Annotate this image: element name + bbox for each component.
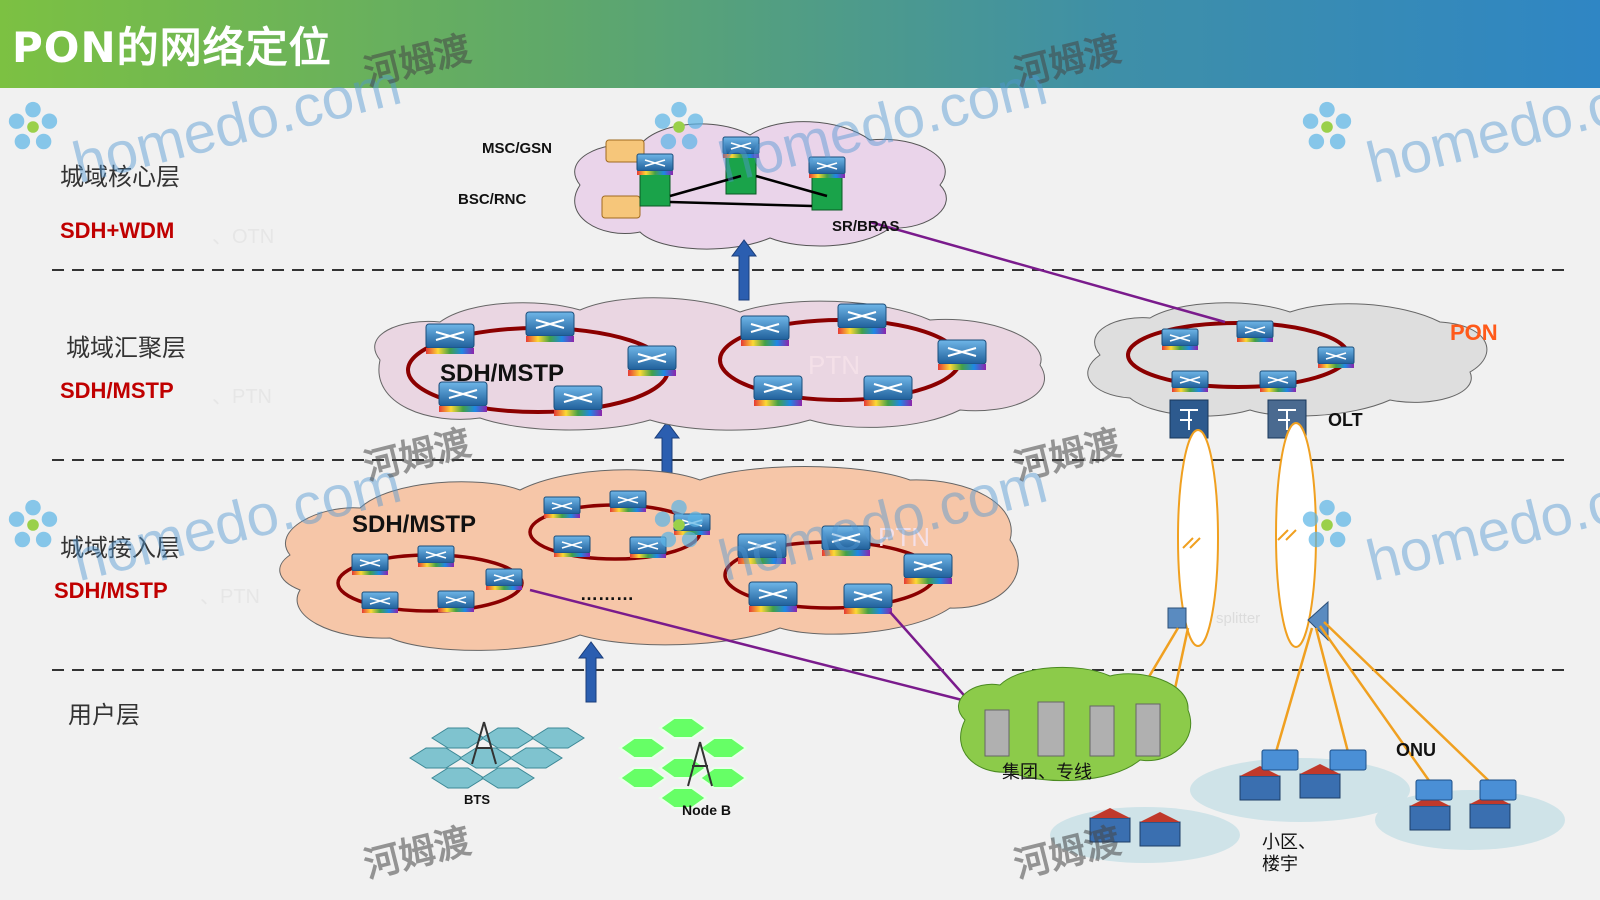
- access-cloud: [279, 466, 1019, 651]
- watermark-flower-icon: [1302, 101, 1352, 150]
- access-tech-label: SDH/MSTP: [54, 578, 168, 603]
- bts-cluster: [409, 721, 585, 789]
- watermark-flower-icon: [654, 101, 704, 150]
- bts-label: BTS: [464, 792, 490, 807]
- onu-devices: [1261, 749, 1517, 801]
- core-tech-label: SDH+WDM: [60, 218, 175, 243]
- link-ptn-enterprise: [889, 611, 971, 703]
- aggregation-tech-alt: 、PTN: [212, 386, 272, 408]
- enterprise-label: 集团、专线: [1002, 762, 1092, 783]
- sr-bras-label: SR/BRAS: [832, 218, 900, 235]
- watermark-flower-icon: [8, 499, 58, 548]
- access-ptn-label: PTN: [878, 522, 930, 552]
- access-ellipsis: ………: [580, 584, 634, 604]
- aggregation-cloud: [374, 297, 1045, 431]
- watermark-flower-icon: [654, 499, 704, 548]
- aggregation-layer-label: 城域汇聚层: [66, 334, 186, 362]
- residential-label: 小区、楼宇: [1262, 832, 1316, 875]
- user-layer-label: 用户层: [68, 701, 140, 729]
- nodeb-label: Node B: [682, 802, 731, 818]
- link-access-enterprise: [529, 588, 971, 704]
- access-layer-label: 城域接入层: [60, 534, 180, 562]
- core-tech-alt: 、OTN: [212, 226, 275, 248]
- aggregation-tech-label: SDH/MSTP: [60, 378, 174, 403]
- optical-channel-left: [1177, 429, 1219, 647]
- title-bar: [0, 0, 1600, 88]
- page-title: PON的网络定位: [12, 23, 332, 72]
- enterprise-cloud: [958, 666, 1192, 782]
- pon-label: PON: [1450, 320, 1498, 345]
- bsc-rnc-label: BSC/RNC: [458, 191, 527, 208]
- arrow-core-up: [731, 239, 757, 301]
- watermark-flower-icon: [8, 101, 58, 150]
- link-bras-olt: [869, 220, 1226, 324]
- core-devices: [601, 136, 846, 219]
- nodeb-cluster: [618, 717, 748, 809]
- core-layer-label: 城域核心层: [60, 163, 180, 191]
- onu-label: ONU: [1396, 740, 1436, 760]
- aggregation-ptn-label: PTN: [808, 350, 860, 380]
- splitter-label: splitter: [1216, 610, 1261, 627]
- access-tech-alt: 、PTN: [200, 586, 260, 608]
- olt-label: OLT: [1328, 410, 1363, 430]
- aggregation-sdh-label: SDH/MSTP: [440, 360, 565, 387]
- pon-cloud: [1087, 302, 1488, 439]
- arrow-access-up: [578, 641, 604, 703]
- splitter-left: [1167, 607, 1187, 629]
- access-sdh-label: SDH/MSTP: [352, 511, 477, 538]
- msc-gsn-label: MSC/GSN: [482, 140, 553, 157]
- watermark-flower-icon: [1302, 499, 1352, 548]
